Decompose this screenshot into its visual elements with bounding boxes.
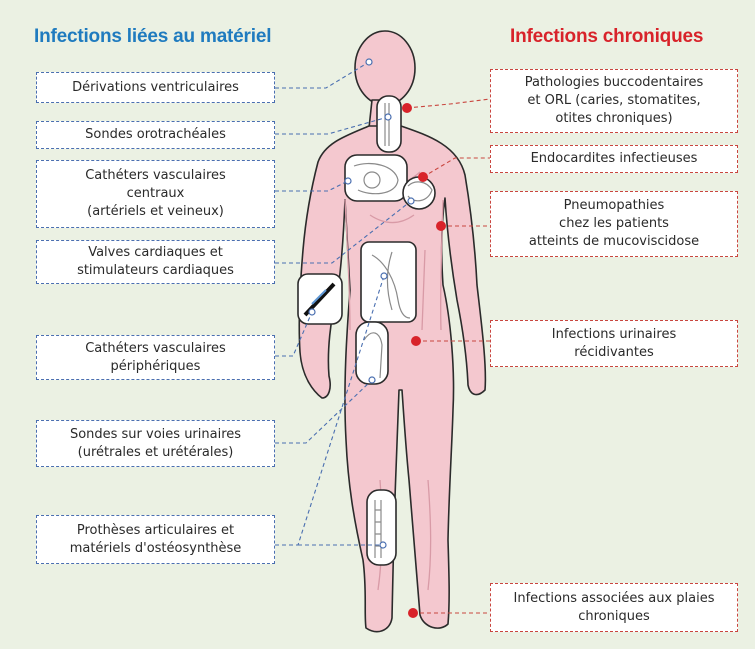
- label-line: centraux: [127, 185, 185, 203]
- device-infections-heading: Infections liées au matériel: [34, 26, 271, 48]
- label-line: (urétrales et urétérales): [78, 444, 234, 462]
- label-line: chez les patients: [559, 215, 669, 233]
- label-line: périphériques: [111, 358, 201, 376]
- label-joint-prostheses: Prothèses articulaires et matériels d'os…: [36, 515, 275, 564]
- label-ventricular-shunts: Dérivations ventriculaires: [36, 72, 275, 103]
- label-line: Prothèses articulaires et: [77, 522, 234, 540]
- label-pneumopathies: Pneumopathies chez les patients atteints…: [490, 191, 738, 257]
- label-line: chroniques: [578, 608, 650, 626]
- label-line: atteints de mucoviscidose: [529, 233, 699, 251]
- inset-urinary-tract: [361, 242, 416, 322]
- label-line: Pneumopathies: [564, 197, 665, 215]
- label-endocarditis: Endocardites infectieuses: [490, 145, 738, 173]
- label-urinary-infections: Infections urinaires récidivantes: [490, 320, 738, 367]
- label-line: et ORL (caries, stomatites,: [527, 92, 700, 110]
- label-line: Dérivations ventriculaires: [72, 79, 239, 97]
- label-urinary-catheters: Sondes sur voies urinaires (urétrales et…: [36, 420, 275, 467]
- label-heart-valves-pacemakers: Valves cardiaques et stimulateurs cardia…: [36, 240, 275, 284]
- label-line: matériels d'ostéosynthèse: [70, 540, 242, 558]
- label-line: Sondes orotrachéales: [85, 126, 226, 144]
- label-line: récidivantes: [574, 344, 653, 362]
- label-line: stimulateurs cardiaques: [77, 262, 234, 280]
- label-oral-ent-pathologies: Pathologies buccodentaires et ORL (carie…: [490, 69, 738, 133]
- label-line: Pathologies buccodentaires: [525, 74, 704, 92]
- label-peripheral-catheters: Cathéters vasculaires périphériques: [36, 335, 275, 380]
- label-line: Valves cardiaques et: [88, 244, 223, 262]
- label-line: Cathéters vasculaires: [85, 167, 226, 185]
- inset-knee-prosthesis: [356, 322, 388, 384]
- label-line: Infections associées aux plaies: [514, 590, 715, 608]
- head: [355, 31, 415, 105]
- label-orotracheal-tubes: Sondes orotrachéales: [36, 121, 275, 149]
- label-line: Endocardites infectieuses: [531, 150, 698, 168]
- label-line: otites chroniques): [555, 110, 672, 128]
- label-chronic-wounds: Infections associées aux plaies chroniqu…: [490, 583, 738, 632]
- label-line: Cathéters vasculaires: [85, 340, 226, 358]
- label-central-catheters: Cathéters vasculaires centraux (artériel…: [36, 160, 275, 228]
- label-line: Infections urinaires: [552, 326, 676, 344]
- label-line: Sondes sur voies urinaires: [70, 426, 241, 444]
- label-line: (artériels et veineux): [87, 203, 224, 221]
- chronic-infections-heading: Infections chroniques: [510, 26, 703, 48]
